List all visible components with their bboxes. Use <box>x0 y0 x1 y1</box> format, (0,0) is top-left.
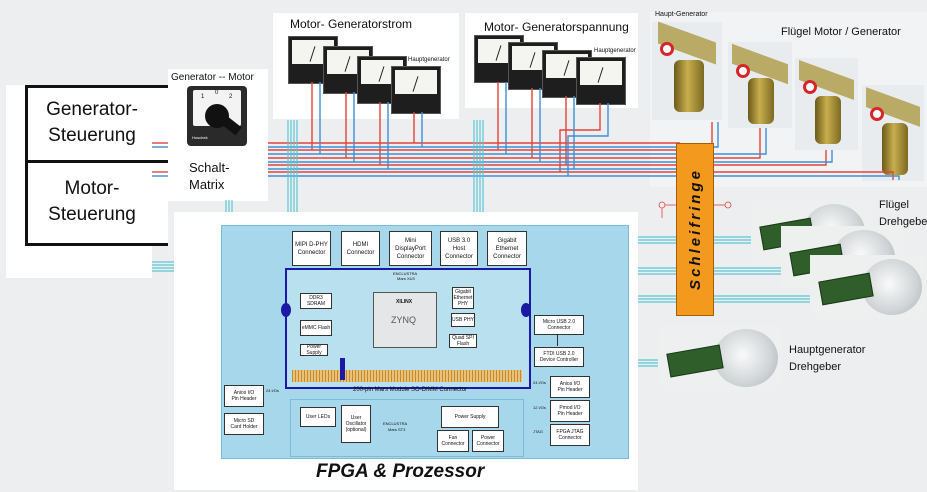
micro-usb-connector: Micro USB 2.0 Connector <box>534 315 584 335</box>
switch-number-1: 1 <box>201 94 205 100</box>
slip-ring: Schleifringe <box>676 143 714 316</box>
module-power: Power Supply <box>300 344 328 356</box>
switch-number-2: 2 <box>229 94 233 100</box>
wing-generator-image-3 <box>862 85 924 181</box>
main-generator-image <box>652 21 722 120</box>
wing-generator-image-1 <box>728 42 792 128</box>
main-generator-label: Haupt-Generator <box>655 11 708 18</box>
generator-control-box: Generator- Steuerung <box>25 85 168 163</box>
micro-sd-holder: Micro SD Card Holder <box>224 413 264 435</box>
base-board-area <box>290 399 524 457</box>
current-meter-4 <box>391 66 441 114</box>
switch-matrix-label: Schalt- Matrix <box>189 160 230 192</box>
ftdi-controller: FTDI USB 2.0 Device Controller <box>534 347 584 367</box>
module-pin-strip <box>292 370 522 382</box>
right-tag-anios: 24 I/Os <box>533 380 546 385</box>
switch-number-0: 0 <box>215 90 219 96</box>
wing-encoder-image-3 <box>810 255 926 319</box>
current-meter-sub-label: Hauptgenerator <box>408 57 450 63</box>
wing-generator-label: Flügel Motor / Generator <box>781 26 901 38</box>
base-power-supply: Power Supply <box>441 406 499 428</box>
pmod-header: Pmod I/O Pin Header <box>550 400 590 422</box>
motor-control-label: Motor- Steuerung <box>48 178 136 225</box>
user-leds: User LEDs <box>300 407 336 427</box>
left-tag-anios: 24 I/Os <box>266 388 279 393</box>
usb-link-arrow <box>557 334 558 346</box>
switch-title: Generator -- Motor <box>171 72 254 83</box>
module-ddr: DDR3 SDRAM <box>300 293 332 309</box>
module-brand: ENCLUSTRA <box>393 271 418 276</box>
module-left-mount <box>281 303 291 317</box>
wing-generator-image-2 <box>795 58 858 150</box>
connector-ethernet: Gigabit Ethernet Connector <box>487 231 527 266</box>
generator-control-label: Generator- Steuerung <box>46 99 138 146</box>
red-wires <box>152 82 894 180</box>
slip-ring-symbols <box>658 201 732 218</box>
module-gigabit-phy: Gigabit Ethernet PHY <box>452 287 474 309</box>
voltage-meters-title: Motor- Generatorspannung <box>484 20 629 34</box>
module-blue-tab <box>340 358 345 380</box>
wing-encoder-label: Flügel Drehgeber <box>879 199 927 228</box>
jtag-connector: FPGA JTAG Connector <box>550 424 590 446</box>
power-connector: Power Connector <box>472 430 504 452</box>
anios-header-left: Anios I/O Pin Header <box>224 385 264 407</box>
slip-ring-label: Schleifringe <box>687 168 704 290</box>
anios-header-right: Anios I/O Pin Header <box>550 376 590 398</box>
voltage-meter-sub-label: Hauptgenerator <box>594 48 636 54</box>
module-connector-label: 200-pin Mars Module SO-DIMM Connector <box>353 387 468 393</box>
right-tag-jtag: JTAG <box>533 429 543 434</box>
fan-connector: Fan Connector <box>437 430 469 452</box>
switch-brand: Hoschek <box>192 135 208 140</box>
connector-usb3: USB 3.0 Host Connector <box>440 231 478 266</box>
module-qspi: Quad SPI Flash <box>449 334 477 348</box>
zynq-chip: XILINX ZYNQ <box>373 292 437 348</box>
module-name: Mars XU3 <box>397 276 415 281</box>
main-encoder-image <box>658 325 782 391</box>
right-tag-pmod: 12 I/Os <box>533 405 546 410</box>
base-brand: ENCLUSTRA <box>383 421 408 426</box>
fpga-title: FPGA & Prozessor <box>316 461 485 482</box>
chip-name: ZYNQ <box>391 315 417 325</box>
connector-hdmi: HDMI Connector <box>341 231 380 266</box>
base-name: Mars ST3 <box>388 427 406 432</box>
module-usb-phy: USB PHY <box>451 313 475 327</box>
module-emmc: eMMC Flash <box>300 320 332 336</box>
main-encoder-label: Hauptgenerator Drehgeber <box>789 344 866 373</box>
user-oscillator: User Oscillator (optional) <box>341 405 371 443</box>
module-right-mount <box>521 303 531 317</box>
connector-mipi: MIPI D-PHY Connector <box>292 231 331 266</box>
current-meters-title: Motor- Generatorstrom <box>290 17 413 31</box>
rotary-switch: 1 0 2 Hoschek <box>187 86 247 146</box>
chip-vendor: XILINX <box>396 299 413 305</box>
voltage-meter-4 <box>576 57 626 105</box>
connector-displayport: Mini DisplayPort Connector <box>389 231 432 266</box>
motor-control-box: Motor- Steuerung <box>25 160 168 246</box>
